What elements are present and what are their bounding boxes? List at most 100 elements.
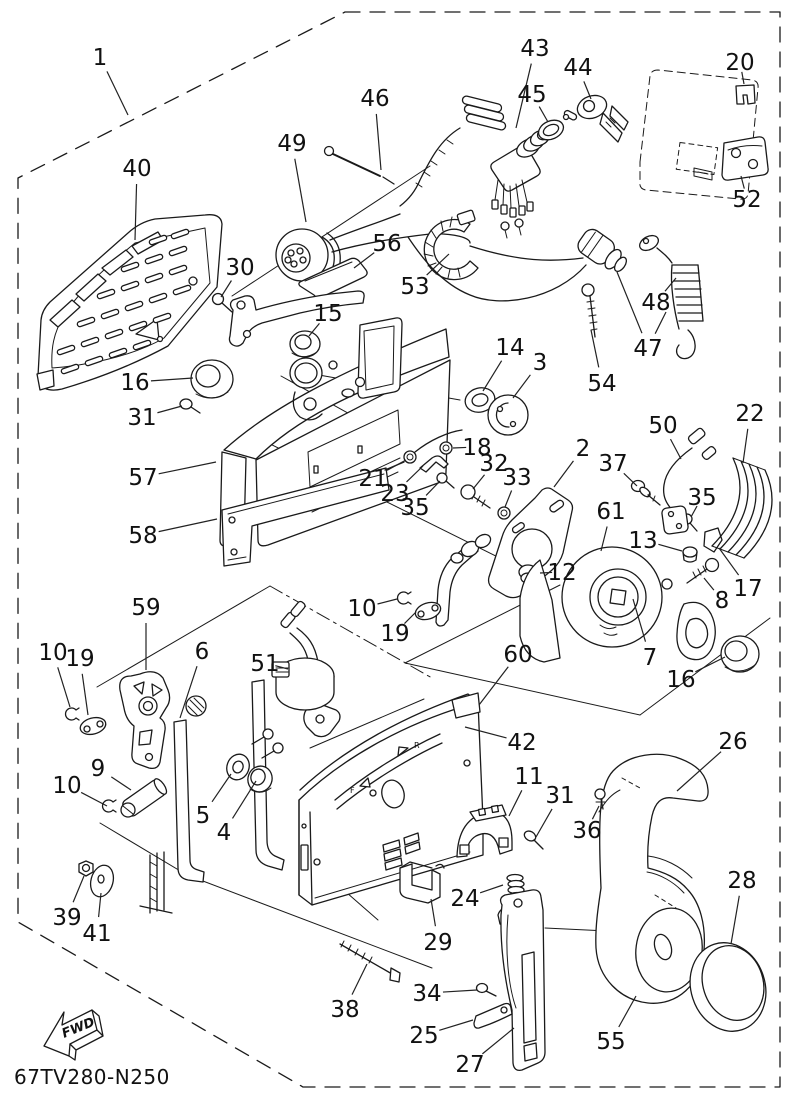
part-switch-washers: [464, 387, 529, 436]
leader-line: [740, 175, 745, 189]
leader-line: [730, 895, 740, 945]
leader-line: [308, 322, 320, 337]
leader-line: [377, 598, 398, 605]
grommet-4: [247, 765, 273, 793]
callout-layer: 1404946434445205256534847541433015163157…: [38, 36, 764, 1078]
leader-line: [426, 253, 450, 276]
part-linkage-assembly: [64, 591, 442, 883]
callout-18: 18: [462, 435, 491, 461]
leader-line: [57, 667, 71, 708]
callout-52: 52: [732, 187, 761, 213]
harness-plug-47: [407, 228, 628, 302]
callout-10: 10: [347, 596, 376, 622]
callout-16: 16: [666, 667, 695, 693]
callout-19: 19: [380, 621, 409, 647]
shift-arm: [435, 533, 492, 627]
nut-7: [661, 578, 673, 590]
callout-29: 29: [423, 930, 452, 956]
leader-line: [220, 280, 232, 298]
callout-31: 31: [545, 783, 574, 809]
plate-3: [487, 394, 529, 436]
leader-line: [211, 773, 232, 803]
callout-38: 38: [330, 997, 359, 1023]
nut-39: [78, 860, 94, 877]
washer-33: [497, 506, 511, 520]
pad-7: [676, 601, 716, 661]
leader-line: [478, 666, 509, 706]
link-6-right: [251, 679, 285, 871]
part-friction-assembly: [519, 427, 773, 673]
leader-line: [512, 374, 531, 399]
callout-41: 41: [82, 921, 111, 947]
part-rear-panel: [179, 290, 451, 567]
leader-line: [583, 81, 592, 100]
panel-58: [221, 467, 390, 567]
callout-37: 37: [598, 451, 627, 477]
leader-line: [72, 875, 85, 903]
leader-line: [134, 183, 138, 241]
callout-45: 45: [517, 82, 546, 108]
part-side-grille: [36, 214, 223, 391]
cam-plate-59: [119, 671, 171, 770]
pin-9: [120, 778, 168, 818]
callout-20: 20: [725, 50, 754, 76]
callout-32: 32: [479, 451, 508, 477]
leader-line: [742, 428, 749, 464]
lever-27: [499, 889, 546, 1071]
leader-line: [590, 329, 600, 368]
housing-arc-slot: F R: [334, 733, 443, 810]
leader-line: [110, 776, 132, 791]
screw-37: [630, 479, 661, 506]
callout-44: 44: [563, 55, 592, 81]
leader-line: [294, 158, 307, 223]
callout-16: 16: [120, 370, 149, 396]
callout-5: 5: [196, 803, 211, 829]
part-ignition-switch: [490, 94, 629, 239]
clamp-11: [456, 804, 513, 858]
cover-29: [399, 861, 445, 904]
leader-line: [425, 480, 441, 496]
leader-line: [452, 446, 467, 449]
bellcrank: [251, 703, 341, 759]
screw-31b: [523, 830, 544, 850]
callout-19: 19: [65, 646, 94, 672]
cap-28: [689, 942, 767, 1032]
flange-61: [519, 559, 561, 663]
callout-14: 14: [495, 335, 524, 361]
leader-line: [508, 790, 523, 817]
hook-19b: [414, 601, 442, 621]
callout-49: 49: [277, 131, 306, 157]
leader-line: [404, 611, 417, 624]
callout-2: 2: [576, 436, 591, 462]
callout-55: 55: [596, 1029, 625, 1055]
callout-27: 27: [455, 1052, 484, 1078]
leader-line: [442, 989, 478, 993]
leader-line: [97, 892, 102, 918]
lanyard-48: [639, 234, 704, 360]
part-throttle-bracket: [384, 429, 574, 627]
screw-36: [594, 788, 606, 810]
diagram-boundary: [17, 11, 781, 1088]
screw-30: [211, 292, 233, 313]
callout-11: 11: [514, 764, 543, 790]
leader-line: [386, 459, 407, 471]
fuse-block: [399, 95, 507, 207]
leader-line: [482, 360, 503, 392]
leader-line: [150, 377, 194, 382]
leader-line: [504, 490, 513, 508]
leader-line: [430, 898, 437, 927]
callout-43: 43: [520, 36, 549, 62]
callout-47: 47: [633, 336, 662, 362]
link-6-left: [173, 719, 205, 883]
leader-line: [157, 405, 183, 414]
callout-46: 46: [360, 86, 389, 112]
callout-7: 7: [643, 645, 658, 671]
callout-10: 10: [38, 640, 67, 666]
callout-36: 36: [572, 818, 601, 844]
callout-57: 57: [128, 465, 157, 491]
nut-18: [439, 441, 453, 455]
grommet-16a: [190, 359, 234, 399]
callout-13: 13: [628, 528, 657, 554]
